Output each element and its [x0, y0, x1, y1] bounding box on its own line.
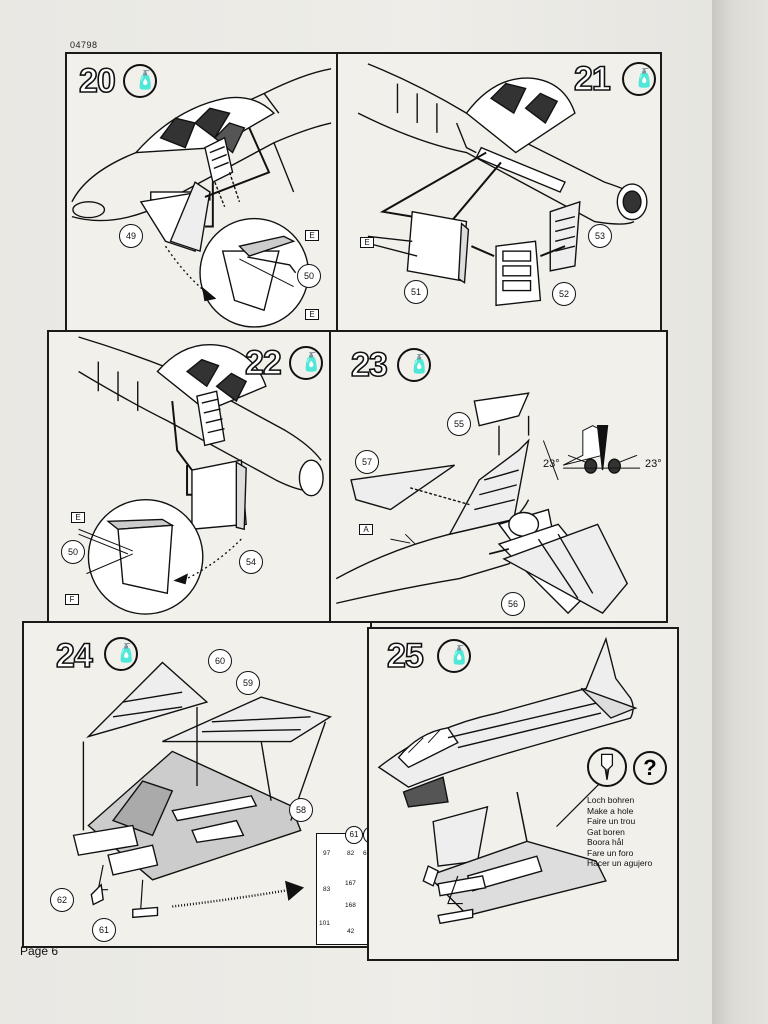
step-24-drawing [72, 661, 333, 919]
part-callout: 59 [236, 671, 260, 695]
glue-tube-icon: 🧴 [437, 639, 471, 673]
step-number: 22 [244, 344, 282, 382]
glue-tube-icon: 🧴 [104, 637, 138, 671]
part-callout: 51 [404, 280, 428, 304]
part-callout: 62 [50, 888, 74, 912]
step-22-drawing [78, 336, 324, 615]
drill-instructions: Loch bohren Make a hole Faire un trou Ga… [587, 795, 652, 869]
glue-tube-icon: 🧴 [397, 348, 431, 382]
document-number: 04798 [70, 40, 98, 50]
sprue-part-number: 101 [319, 920, 330, 927]
step-21-drawing [357, 63, 648, 307]
attachment-flag: F [65, 594, 79, 605]
drill-instruction-line: Loch bohren [587, 795, 635, 805]
step-23-panel: 23 🧴 55 56 57 A 23° 23° [329, 330, 668, 623]
step-number: 23 [350, 346, 388, 384]
step-number: 21 [573, 60, 611, 98]
sprue-part-number: 168 [345, 902, 356, 909]
step-number: 24 [55, 637, 93, 675]
part-callout: 57 [355, 450, 379, 474]
part-callout: 58 [289, 798, 313, 822]
part-callout: 56 [501, 592, 525, 616]
sprue-part-number: 61 [363, 850, 370, 857]
attachment-flag: E [305, 309, 319, 320]
drill-instruction-line: Make a hole [587, 805, 634, 816]
part-callout: 54 [239, 550, 263, 574]
part-callout: 50 [297, 264, 321, 288]
drill-instruction-line: Gat boren [587, 826, 625, 837]
step-number: 25 [386, 637, 424, 675]
attachment-flag: E [71, 512, 85, 523]
drill-instruction-line: Boora hål [587, 837, 624, 847]
part-callout: 49 [119, 224, 143, 248]
drill-instruction-line: Hacer un agujero [587, 858, 653, 868]
step-20-panel: 20 🧴 49 50 E E [65, 52, 338, 332]
part-callout: 60 [208, 649, 232, 673]
sprue-part-number: 97 [323, 850, 331, 857]
step-22-panel: 22 🧴 50 54 E F [47, 330, 331, 623]
step-23-drawing [335, 392, 641, 615]
dihedral-angle-right: 23° [645, 458, 662, 470]
sheet-edge [712, 0, 768, 1024]
drill-icon [587, 747, 627, 787]
step-21-panel: 21 🧴 51 52 53 E [336, 52, 662, 332]
attachment-flag: A [359, 524, 373, 535]
sprue-part-number: 83 [323, 886, 331, 893]
drill-instruction-line: Fare un foro [587, 847, 634, 858]
part-callout: 50 [61, 540, 85, 564]
sprue-callout: 61 [345, 826, 363, 844]
step-number: 20 [78, 62, 116, 100]
part-callout: 52 [552, 282, 576, 306]
part-callout: 61 [92, 918, 116, 942]
glue-tube-icon: 🧴 [622, 62, 656, 96]
question-icon: ? [633, 751, 667, 785]
glue-tube-icon: 🧴 [123, 64, 157, 98]
sprue-part-number: 42 [347, 928, 355, 935]
sprue-part-number: 82 [347, 850, 355, 857]
attachment-flag: E [360, 237, 374, 248]
drill-instruction-line: Faire un trou [587, 816, 636, 826]
glue-tube-icon: 🧴 [289, 346, 323, 380]
attachment-flag: E [305, 230, 319, 241]
part-callout: 55 [447, 412, 471, 436]
step-24-panel: 24 🧴 58 59 60 61 62 61 62 97 82 61 62 16… [22, 621, 372, 948]
step-25-drawing [377, 636, 638, 925]
sprue-part-number: 167 [345, 880, 356, 887]
step-20-drawing [71, 68, 332, 328]
sprue-inset: 61 62 97 82 61 62 167 83 168 166 101 42 … [316, 826, 370, 945]
step-25-panel: 25 🧴 ? Loch bohren Make a hole Faire un … [367, 627, 679, 961]
part-callout: 53 [588, 224, 612, 248]
dihedral-angle-left: 23° [543, 458, 560, 470]
